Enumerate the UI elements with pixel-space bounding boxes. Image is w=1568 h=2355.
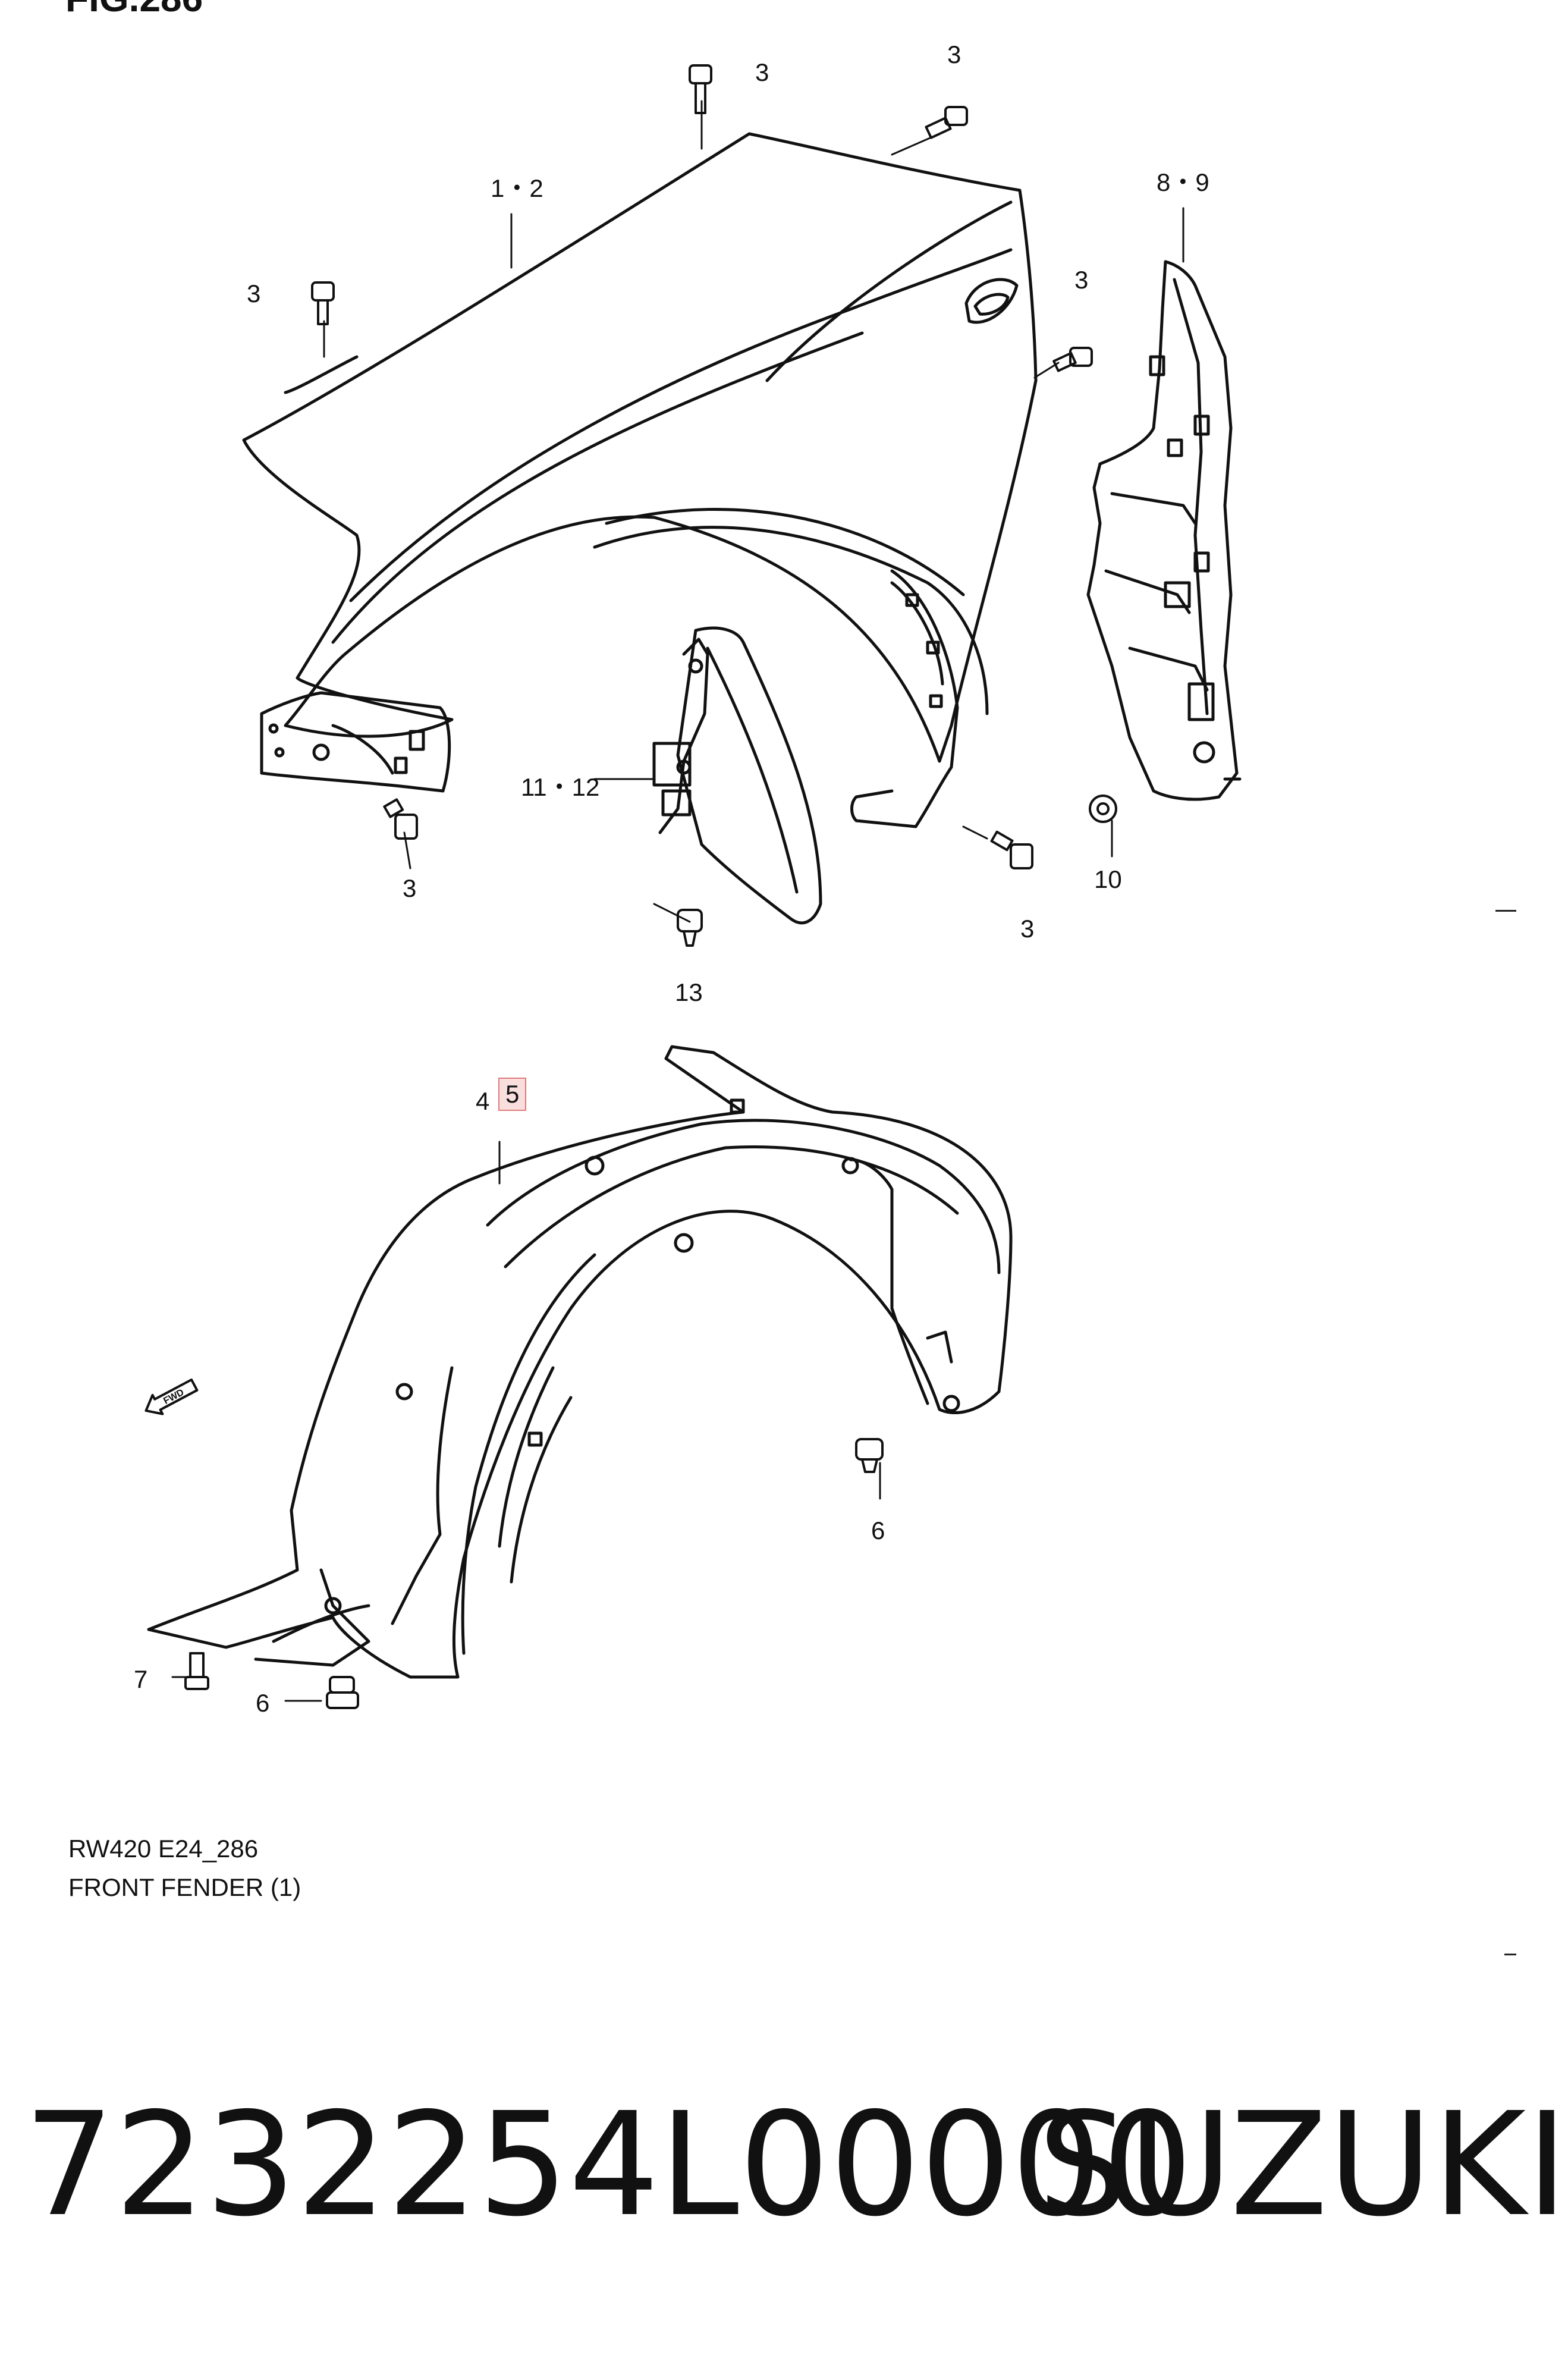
- parts-diagram: [147, 64, 1242, 1709]
- clip-10: [1089, 795, 1117, 823]
- callout-3-left: 3: [247, 280, 261, 307]
- diagram-code: RW420 E24_286: [68, 1835, 259, 1863]
- bolt-3-left: [311, 281, 335, 325]
- callout-11-12: 11・12: [521, 773, 600, 801]
- fender-side-panel-part: [1086, 260, 1242, 801]
- bolt-3-lowleft: [383, 798, 418, 840]
- callout-3-topright: 3: [947, 40, 961, 68]
- edge-mark-top: [1495, 910, 1516, 912]
- callout-5-highlighted[interactable]: 5: [498, 1078, 527, 1111]
- part-number: 7232254L00000: [24, 2081, 1193, 2248]
- callout-6-right: 6: [871, 1516, 885, 1544]
- clip-6-left: [326, 1676, 359, 1709]
- fwd-arrow-icon: FWD: [138, 1374, 203, 1424]
- diagram-caption: FRONT FENDER (1): [68, 1873, 301, 1901]
- leader-lines: [171, 100, 1184, 1702]
- bolt-3-top: [689, 64, 712, 114]
- callout-3-lowright: 3: [1020, 915, 1035, 943]
- fender-bracket-part: [652, 626, 822, 925]
- screw-7: [184, 1652, 209, 1690]
- bolt-3-topright: [925, 106, 968, 139]
- bolt-3-lowright: [990, 830, 1033, 869]
- edge-mark-bottom: [1504, 1954, 1516, 1955]
- fender-liner-part: [147, 1045, 1013, 1679]
- figure-title: FIG.286: [65, 0, 203, 20]
- callout-3-right: 3: [1074, 266, 1089, 294]
- callout-10: 10: [1094, 865, 1122, 893]
- bolt-3-right: [1052, 347, 1093, 372]
- callout-3-top: 3: [755, 58, 769, 86]
- callout-7: 7: [134, 1665, 148, 1693]
- callout-13: 13: [675, 978, 703, 1006]
- callout-8-9: 8・9: [1157, 168, 1209, 196]
- brand-name: SUZUKI: [1038, 2081, 1568, 2248]
- clip-13: [677, 909, 703, 947]
- callout-3-lowleft: 3: [403, 874, 417, 902]
- callout-6-left: 6: [256, 1689, 270, 1717]
- fasteners: [184, 64, 1117, 1709]
- front-fender-part: [242, 132, 1038, 828]
- callout-1-2: 1・2: [491, 174, 543, 202]
- clip-6-right: [855, 1438, 884, 1473]
